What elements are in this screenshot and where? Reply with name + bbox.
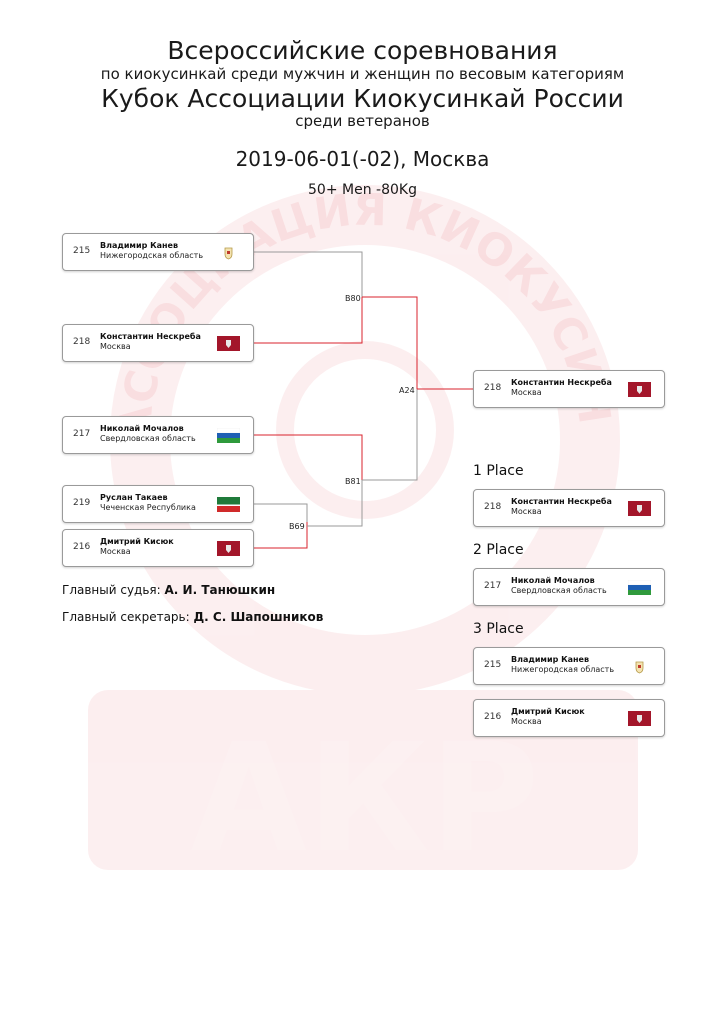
competitor-number: 215 <box>484 660 502 670</box>
competitor-name: Руслан Такаев <box>100 493 168 502</box>
competitor-card[interactable]: 219 Руслан Такаев Чеченская Республика <box>62 485 254 523</box>
competitor-number: 216 <box>73 542 91 552</box>
match-label-b81: B81 <box>345 477 361 486</box>
competitor-name: Дмитрий Кисюк <box>100 537 174 546</box>
competitor-number: 218 <box>484 383 502 393</box>
winner-card[interactable]: 218 Константин Нескреба Москва <box>473 370 665 408</box>
competitor-name: Владимир Канев <box>511 655 590 664</box>
competitor-name: Николай Мочалов <box>100 424 184 433</box>
competitor-region: Чеченская Республика <box>100 503 196 512</box>
competition-title: Всероссийские соревнования <box>167 36 558 65</box>
moscow-flag-icon <box>628 711 651 726</box>
place-1-heading: 1 Place <box>473 463 524 479</box>
competitor-region: Нижегородская область <box>511 665 615 674</box>
competitor-card[interactable]: 215 Владимир Канев Нижегородская область <box>62 233 254 271</box>
competitor-card[interactable]: 217 Николай Мочалов Свердловская область <box>62 416 254 454</box>
competitor-region: Москва <box>511 507 542 516</box>
competitor-region: Свердловская область <box>511 586 607 595</box>
competitor-name: Дмитрий Кисюк <box>511 707 585 716</box>
line-215-to-b80 <box>254 251 363 297</box>
place-3-card[interactable]: 215 Владимир Канев Нижегородская область <box>473 647 665 685</box>
moscow-flag-icon <box>628 501 651 516</box>
line-b69-to-b81 <box>307 480 363 527</box>
place-3-card[interactable]: 216 Дмитрий Кисюк Москва <box>473 699 665 737</box>
line-219-to-b69 <box>254 503 308 522</box>
chief-secretary-name: Д. С. Шапошников <box>193 610 324 624</box>
competitor-number: 217 <box>73 429 91 439</box>
competitor-name: Константин Нескреба <box>511 497 612 506</box>
competition-subtitle: по киокусинкай среди мужчин и женщин по … <box>100 65 625 83</box>
competitor-region: Свердловская область <box>100 434 196 443</box>
competitor-region: Москва <box>511 388 542 397</box>
place-2-card[interactable]: 217 Николай Мочалов Свердловская область <box>473 568 665 606</box>
competitor-number: 219 <box>73 498 91 508</box>
competitor-card[interactable]: 218 Константин Нескреба Москва <box>62 324 254 362</box>
line-216-to-b69 <box>254 522 308 549</box>
line-217-to-b81 <box>254 434 363 480</box>
watermark-letters: АКР <box>191 712 540 886</box>
line-b81-to-a24 <box>362 389 418 481</box>
competitor-number: 217 <box>484 581 502 591</box>
place-3-heading: 3 Place <box>473 621 524 637</box>
cup-title: Кубок Ассоциации Киокусинкай России <box>101 84 624 113</box>
chief-secretary: Главный секретарь: Д. С. Шапошников <box>62 610 323 624</box>
place-1-card[interactable]: 218 Константин Нескреба Москва <box>473 489 665 527</box>
competitor-region: Москва <box>511 717 542 726</box>
match-label-a24: A24 <box>399 386 415 395</box>
competitor-name: Константин Нескреба <box>511 378 612 387</box>
sverdlovsk-flag-icon <box>217 428 240 443</box>
date-place: 2019-06-01(-02), Москва <box>235 147 490 171</box>
competitor-number: 215 <box>73 246 91 256</box>
competitor-card[interactable]: 216 Дмитрий Кисюк Москва <box>62 529 254 567</box>
competitor-region: Москва <box>100 547 131 556</box>
weight-category: 50+ Men -80Kg <box>308 182 417 198</box>
competitor-number: 218 <box>73 337 91 347</box>
line-b80-to-a24 <box>362 296 418 389</box>
group-title: среди ветеранов <box>295 112 430 130</box>
moscow-flag-icon <box>628 382 651 397</box>
moscow-flag-icon <box>217 541 240 556</box>
line-218-to-b80 <box>254 297 363 344</box>
competitor-number: 216 <box>484 712 502 722</box>
chief-secretary-label: Главный секретарь: <box>62 610 190 624</box>
competitor-region: Москва <box>100 342 131 351</box>
competitor-number: 218 <box>484 502 502 512</box>
competitor-name: Владимир Канев <box>100 241 179 250</box>
moscow-flag-icon <box>217 336 240 351</box>
competitor-name: Николай Мочалов <box>511 576 595 585</box>
coat-of-arms-icon <box>224 247 233 260</box>
sverdlovsk-flag-icon <box>628 580 651 595</box>
match-label-b69: B69 <box>289 522 305 531</box>
chief-judge-name: А. И. Танюшкин <box>164 583 276 597</box>
chief-judge-label: Главный судья: <box>62 583 161 597</box>
place-2-heading: 2 Place <box>473 542 524 558</box>
competitor-name: Константин Нескреба <box>100 332 201 341</box>
competitor-region: Нижегородская область <box>100 251 204 260</box>
chief-judge: Главный судья: А. И. Танюшкин <box>62 583 275 597</box>
match-label-b80: B80 <box>345 294 361 303</box>
coat-of-arms-icon <box>635 661 644 674</box>
chechnya-flag-icon <box>217 497 240 512</box>
